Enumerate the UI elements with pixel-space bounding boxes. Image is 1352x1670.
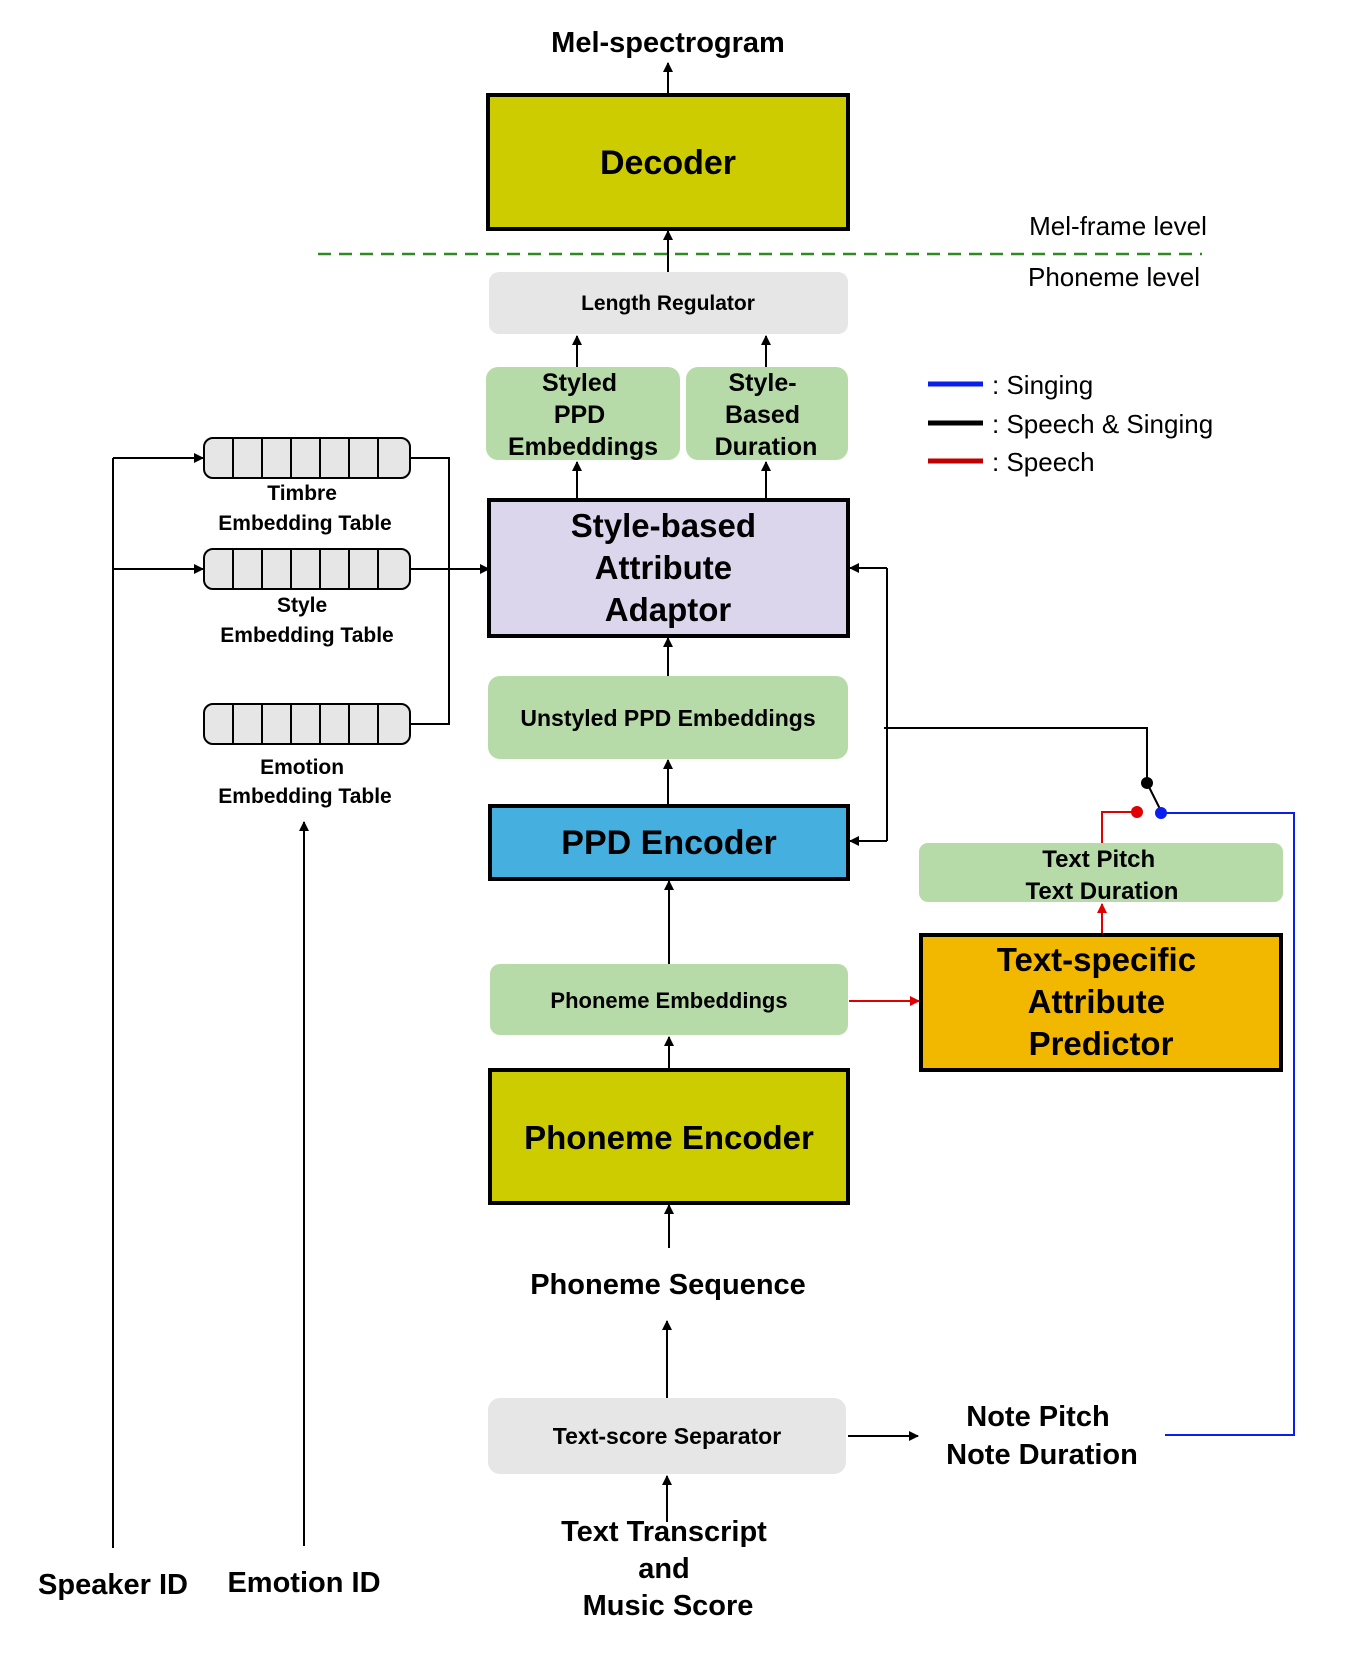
attribute-predictor-label: Text-specific Attribute Predictor [997, 941, 1205, 1062]
input-label: Text Transcript and Music Score [561, 1516, 775, 1622]
unstyled-ppd-box [488, 676, 848, 759]
attribute-adaptor-label: Style-based Attribute Adaptor [571, 507, 765, 628]
text-score-separator-box [488, 1398, 846, 1474]
singing-path-line [1165, 812, 1295, 1436]
phoneme-embeddings-label: Phoneme Embeddings [550, 988, 787, 1013]
legend-speech-label: : Speech [992, 447, 1095, 477]
phoneme-encoder-box [488, 1068, 850, 1205]
speech-path-line [1101, 811, 1131, 843]
emotion-table-label: Emotion Embedding Table [218, 756, 391, 808]
length-regulator-box [489, 272, 848, 334]
unstyled-ppd-label: Unstyled PPD Embeddings [520, 705, 815, 731]
switch-line [884, 727, 1148, 783]
timbre-embedding-table [203, 437, 411, 479]
text-pitch-duration-box [919, 843, 1283, 902]
style-embedding-table [203, 548, 411, 590]
phoneme-embeddings-box [490, 964, 848, 1035]
decoder-label: Decoder [600, 144, 736, 182]
decoder-box [486, 93, 850, 231]
timbre-to-adaptor-line [410, 457, 450, 725]
phoneme-sequence-label: Phoneme Sequence [530, 1269, 806, 1301]
mel-frame-level-label: Mel-frame level [1029, 211, 1207, 241]
switch-speech-contact [1131, 806, 1143, 818]
switch-lever [1146, 782, 1162, 812]
emotion-id-label: Emotion ID [227, 1567, 380, 1599]
styled-ppd-box [486, 367, 680, 460]
text-pitch-duration-label: Text Pitch Text Duration [1026, 846, 1179, 905]
emotion-embedding-table [203, 703, 411, 745]
legend-both-label: : Speech & Singing [992, 409, 1213, 439]
speaker-id-label: Speaker ID [38, 1569, 188, 1601]
style-duration-box [686, 367, 848, 460]
note-pitch-duration-label: Note Pitch Note Duration [946, 1401, 1138, 1471]
ppd-encoder-label: PPD Encoder [561, 824, 776, 862]
styled-ppd-label: Styled PPD Embeddings [508, 369, 658, 461]
phoneme-encoder-label: Phoneme Encoder [524, 1119, 814, 1156]
phoneme-level-label: Phoneme level [1028, 262, 1200, 292]
text-score-separator-label: Text-score Separator [553, 1423, 781, 1449]
style-duration-label: Style- Based Duration [715, 369, 818, 461]
attribute-adaptor-box [487, 498, 850, 638]
legend-singing-label: : Singing [992, 370, 1093, 400]
attribute-predictor-box [919, 933, 1283, 1072]
style-table-label: Style Embedding Table [220, 594, 393, 647]
timbre-table-label: Timbre Embedding Table [218, 482, 391, 535]
ppd-encoder-box [488, 804, 850, 881]
length-regulator-label: Length Regulator [581, 292, 755, 315]
mel-spectrogram-label: Mel-spectrogram [551, 27, 785, 59]
switch-singing-contact [1155, 807, 1167, 819]
